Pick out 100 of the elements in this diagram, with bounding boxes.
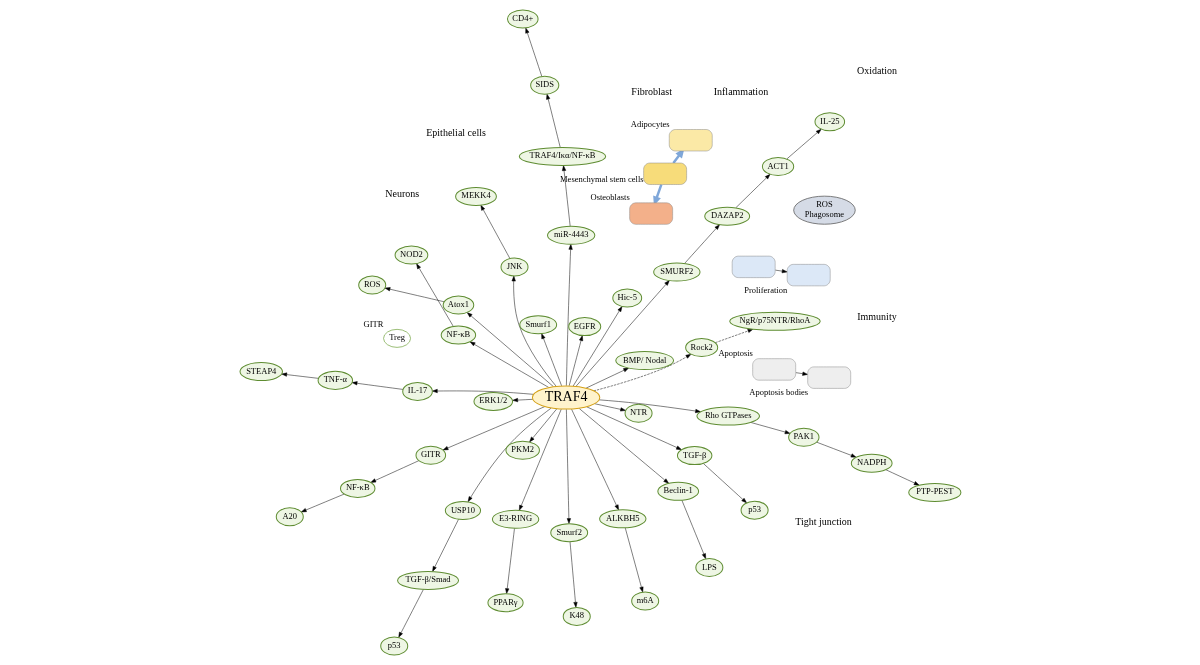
- arrow: [683, 224, 720, 264]
- arrow: [545, 93, 560, 148]
- node-box: [628, 202, 673, 225]
- arrow: [570, 408, 619, 511]
- arrow: [469, 341, 549, 388]
- arrow: [565, 409, 571, 524]
- node-ellipse: Smurf1: [518, 315, 557, 335]
- node-label: Mesenchymal stem cells: [559, 173, 644, 184]
- arrow: [466, 312, 554, 387]
- node-ellipse: JNK: [500, 257, 529, 277]
- arrow: [735, 174, 770, 208]
- arrow: [524, 27, 542, 77]
- node-ellipse: m6A: [630, 591, 659, 611]
- node-ellipse: p53: [740, 500, 769, 520]
- arrow: [397, 589, 424, 638]
- node-ellipse: IL-17: [401, 381, 433, 401]
- node-ellipse: K48: [562, 606, 591, 626]
- label: Inflammation: [713, 85, 768, 97]
- arrow: [384, 287, 444, 302]
- arrow: [528, 408, 557, 443]
- arrow: [598, 399, 701, 414]
- arrow: [749, 422, 790, 434]
- node-box: [731, 255, 775, 278]
- label: Tight junction: [794, 516, 852, 528]
- node-ellipse: DAZAP2: [703, 206, 750, 226]
- arrow: [540, 333, 562, 387]
- node-label: Apoptosis: [717, 347, 753, 358]
- label: Neurons: [384, 188, 419, 200]
- node-ellipse: SIDS: [529, 75, 559, 95]
- node-ellipse: miR-4443: [546, 225, 595, 245]
- node-ellipse: GITR: [415, 445, 446, 465]
- arrow: [585, 367, 629, 389]
- label: Oxidation: [856, 65, 897, 77]
- node-ellipse: PPARγ: [486, 593, 524, 613]
- node-ellipse: TNF-α: [317, 370, 353, 390]
- arrow: [714, 329, 753, 343]
- node-ellipse: TRAF4: [531, 385, 600, 410]
- arrow: [442, 406, 545, 451]
- node-ellipse: LPS: [694, 558, 723, 578]
- node-ellipse: ROS Phagosome: [792, 195, 856, 225]
- arrow: [561, 165, 570, 227]
- arrow: [774, 269, 787, 274]
- node-ellipse: TRAF4/Iκα/NF-κB: [518, 146, 606, 166]
- arrow: [370, 460, 419, 483]
- node-ellipse: E3-RING: [491, 509, 539, 529]
- node-ellipse: SMURF2: [652, 262, 700, 282]
- arrow: [415, 263, 454, 327]
- arrow: [702, 463, 747, 504]
- node-ellipse: ERK1/2: [473, 391, 513, 411]
- node-ellipse: USP10: [444, 500, 481, 520]
- node-ellipse: CD4+: [506, 9, 539, 29]
- node-ellipse: MEKK4: [454, 186, 497, 206]
- node-ellipse: Atox1: [442, 295, 474, 315]
- arrow: [786, 129, 821, 160]
- arrow: [569, 541, 577, 608]
- arrow: [300, 493, 344, 513]
- node-ellipse: BMP/ Nodal: [614, 351, 674, 370]
- node-box: [786, 264, 830, 287]
- arrow: [280, 372, 319, 379]
- node-label: Apoptosis bodies: [748, 387, 808, 398]
- node-ellipse: NOD2: [394, 245, 428, 265]
- node-box: [751, 358, 796, 381]
- node-ellipse: ACT1: [761, 157, 794, 177]
- node-ellipse: NTR: [624, 403, 653, 423]
- arrow: [467, 407, 551, 502]
- arrow: [585, 406, 682, 450]
- node-ellipse: STEAP4: [239, 362, 283, 382]
- arrow: [568, 335, 583, 387]
- node-label: Proliferation: [743, 284, 787, 295]
- arrow: [351, 381, 403, 390]
- arrow: [885, 469, 919, 486]
- label: Epithelial cells: [425, 126, 486, 138]
- node-ellipse: Smurf2: [549, 523, 588, 543]
- node-label: GITR: [363, 318, 383, 329]
- node-ellipse: EGFR: [567, 317, 601, 337]
- arrow: [518, 408, 561, 511]
- arrow: [480, 204, 510, 259]
- arrow: [592, 354, 691, 392]
- arrow: [594, 403, 626, 412]
- node-ellipse: IL-25: [814, 112, 845, 132]
- label: Immunity: [856, 311, 897, 323]
- node-ellipse: Hic-5: [611, 288, 642, 308]
- node-box: [642, 162, 687, 185]
- node-box: [806, 366, 851, 389]
- node-ellipse: PKM2: [504, 440, 540, 460]
- node-ellipse: Beclin-1: [656, 481, 699, 501]
- node-label: Osteoblasts: [590, 192, 630, 203]
- label: Fibroblast: [630, 85, 672, 97]
- arrow: [504, 528, 515, 594]
- arrow: [681, 499, 706, 559]
- arrow: [511, 398, 533, 403]
- arrow: [575, 280, 670, 387]
- arrow: [565, 244, 573, 386]
- arrow: [572, 306, 622, 387]
- arrow: [795, 371, 808, 376]
- node-box: [668, 129, 712, 152]
- node-ellipse: Treg: [382, 329, 411, 348]
- arrow: [431, 519, 459, 572]
- node-label: Adipocytes: [630, 118, 670, 129]
- node-ellipse: PAK1: [787, 427, 819, 447]
